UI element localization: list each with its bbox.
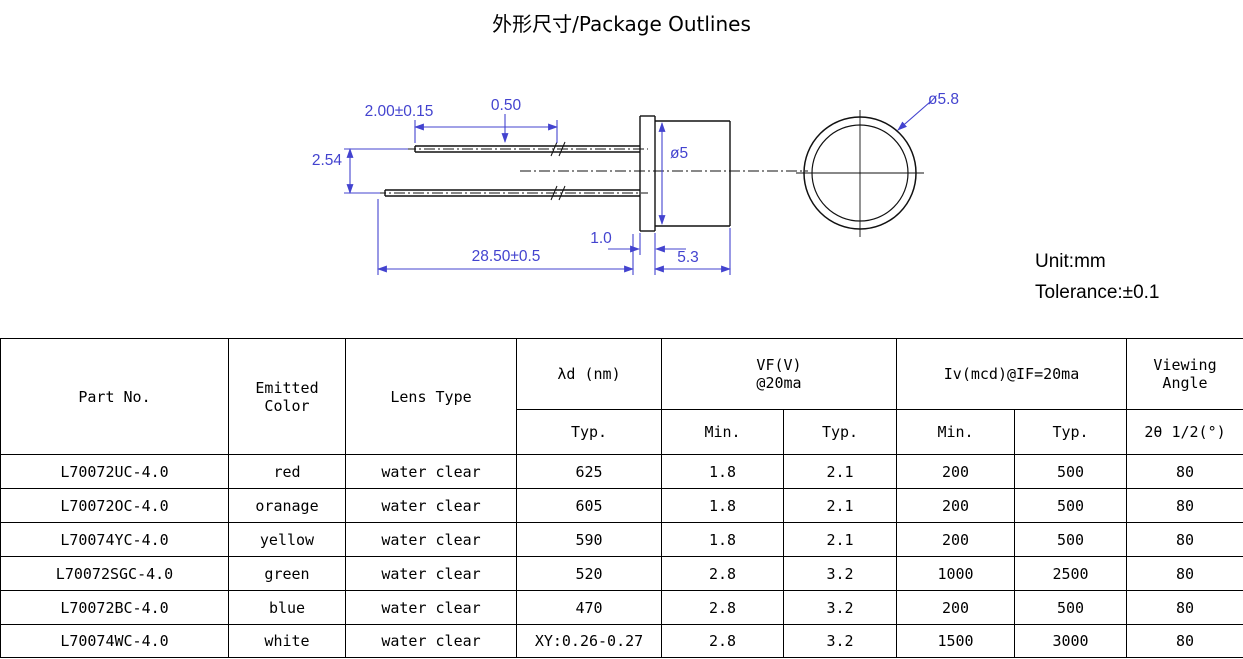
dimension-lines xyxy=(344,101,931,275)
header-vf-min: Min. xyxy=(661,409,784,455)
cell-vf-min: 2.8 xyxy=(661,556,784,591)
header-iv-typ: Typ. xyxy=(1014,409,1127,455)
cell-viewing-angle: 80 xyxy=(1126,522,1243,557)
header-row-2: Typ. Min. Typ. Min. Typ. 2θ 1/2(°) xyxy=(1,409,1243,455)
cell-vf-min: 1.8 xyxy=(661,454,784,489)
cell-lambda-typ: 470 xyxy=(516,590,662,625)
cell-lambda-typ: XY:0.26-0.27 xyxy=(516,624,662,659)
cell-emitted-color: red xyxy=(228,454,346,489)
unit-note: Unit:mm Tolerance:±0.1 xyxy=(1035,246,1160,308)
dim-flange-thickness-label: 1.0 xyxy=(590,230,612,247)
cell-lambda-typ: 625 xyxy=(516,454,662,489)
cell-lens-type: water clear xyxy=(345,624,517,659)
header-angle-sub: 2θ 1/2(°) xyxy=(1126,409,1243,455)
cell-iv-min: 200 xyxy=(896,454,1015,489)
cell-vf-typ: 3.2 xyxy=(783,624,897,659)
cell-emitted-color: blue xyxy=(228,590,346,625)
cell-lens-type: water clear xyxy=(345,488,517,523)
header-iv: Iv(mcd)@IF=20ma xyxy=(896,338,1127,410)
table-row: L70074WC-4.0 white water clear XY:0.26-0… xyxy=(0,624,1243,659)
package-outline-drawing: 2.00±0.15 0.50 2.54 ø5 28.50±0.5 1.0 5.3… xyxy=(312,91,959,275)
dim-lead-pitch-label: 2.54 xyxy=(312,152,343,169)
cell-vf-min: 2.8 xyxy=(661,624,784,659)
cell-lens-type: water clear xyxy=(345,556,517,591)
cell-vf-typ: 2.1 xyxy=(783,454,897,489)
cell-iv-min: 1000 xyxy=(896,556,1015,591)
cell-iv-typ: 2500 xyxy=(1014,556,1127,591)
dim-lead-length-label: 2.00±0.15 xyxy=(365,103,434,120)
header-lambda-d: λd (nm) xyxy=(516,338,662,410)
cell-part-no: L70074WC-4.0 xyxy=(0,624,229,659)
led-top-view xyxy=(796,110,924,237)
cell-vf-typ: 2.1 xyxy=(783,522,897,557)
table-body: L70072UC-4.0 red water clear 625 1.8 2.1… xyxy=(0,454,1243,659)
cell-vf-typ: 3.2 xyxy=(783,556,897,591)
cell-viewing-angle: 80 xyxy=(1126,590,1243,625)
table-row: L70072SGC-4.0 green water clear 520 2.8 … xyxy=(0,556,1243,591)
table-row: L70074YC-4.0 yellow water clear 590 1.8 … xyxy=(0,522,1243,557)
cell-iv-typ: 500 xyxy=(1014,488,1127,523)
cell-part-no: L70074YC-4.0 xyxy=(0,522,229,557)
cell-lambda-typ: 520 xyxy=(516,556,662,591)
header-viewing-angle: Viewing Angle xyxy=(1126,338,1243,410)
cell-lambda-typ: 590 xyxy=(516,522,662,557)
cell-iv-min: 1500 xyxy=(896,624,1015,659)
table-row: L70072OC-4.0 oranage water clear 605 1.8… xyxy=(0,488,1243,523)
cell-iv-min: 200 xyxy=(896,488,1015,523)
header-vf-typ: Typ. xyxy=(783,409,897,455)
cell-iv-min: 200 xyxy=(896,522,1015,557)
cell-lens-type: water clear xyxy=(345,522,517,557)
header-vf: VF(V) @20ma xyxy=(661,338,897,410)
cell-viewing-angle: 80 xyxy=(1126,488,1243,523)
cell-part-no: L70072OC-4.0 xyxy=(0,488,229,523)
cell-lens-type: water clear xyxy=(345,454,517,489)
header-emitted-color: Emitted Color xyxy=(228,338,346,455)
unit-label: Unit:mm xyxy=(1035,251,1106,272)
cell-iv-typ: 500 xyxy=(1014,590,1127,625)
led-side-view xyxy=(384,115,731,232)
cell-viewing-angle: 80 xyxy=(1126,556,1243,591)
page-title: 外形尺寸/Package Outlines xyxy=(492,12,751,36)
header-row-1: Part No. Emitted Color Lens Type λd (nm)… xyxy=(0,338,1243,455)
spec-table: Part No. Emitted Color Lens Type λd (nm)… xyxy=(0,338,1243,659)
table-row: L70072UC-4.0 red water clear 625 1.8 2.1… xyxy=(0,454,1243,489)
dim-lead-thickness-label: 0.50 xyxy=(491,97,522,114)
cell-vf-min: 1.8 xyxy=(661,488,784,523)
cell-viewing-angle: 80 xyxy=(1126,454,1243,489)
table-header: Part No. Emitted Color Lens Type λd (nm)… xyxy=(0,338,1243,455)
header-iv-min: Min. xyxy=(896,409,1015,455)
cell-iv-min: 200 xyxy=(896,590,1015,625)
cell-part-no: L70072BC-4.0 xyxy=(0,590,229,625)
cell-vf-min: 2.8 xyxy=(661,590,784,625)
header-lambda-typ: Typ. xyxy=(516,409,662,455)
header-lens-type: Lens Type xyxy=(345,338,517,455)
cell-iv-typ: 500 xyxy=(1014,522,1127,557)
cell-vf-min: 1.8 xyxy=(661,522,784,557)
cell-viewing-angle: 80 xyxy=(1126,624,1243,659)
table-row: L70072BC-4.0 blue water clear 470 2.8 3.… xyxy=(0,590,1243,625)
cell-emitted-color: oranage xyxy=(228,488,346,523)
dim-body-diameter-label: ø5 xyxy=(670,145,688,162)
cell-emitted-color: yellow xyxy=(228,522,346,557)
cell-lens-type: water clear xyxy=(345,590,517,625)
dim-total-length-label: 28.50±0.5 xyxy=(472,248,541,265)
cell-emitted-color: green xyxy=(228,556,346,591)
dim-body-length-label: 5.3 xyxy=(677,249,699,266)
cell-part-no: L70072SGC-4.0 xyxy=(0,556,229,591)
cell-vf-typ: 3.2 xyxy=(783,590,897,625)
cell-emitted-color: white xyxy=(228,624,346,659)
cell-iv-typ: 500 xyxy=(1014,454,1127,489)
drawing-area: 2.00±0.15 0.50 2.54 ø5 28.50±0.5 1.0 5.3… xyxy=(0,38,1243,338)
header-part-no: Part No. xyxy=(0,338,229,455)
cell-iv-typ: 3000 xyxy=(1014,624,1127,659)
cell-lambda-typ: 605 xyxy=(516,488,662,523)
tolerance-label: Tolerance:±0.1 xyxy=(1035,282,1160,303)
dim-flange-diameter-label: ø5.8 xyxy=(928,91,959,108)
cell-part-no: L70072UC-4.0 xyxy=(0,454,229,489)
center-axes xyxy=(375,148,808,194)
cell-vf-typ: 2.1 xyxy=(783,488,897,523)
